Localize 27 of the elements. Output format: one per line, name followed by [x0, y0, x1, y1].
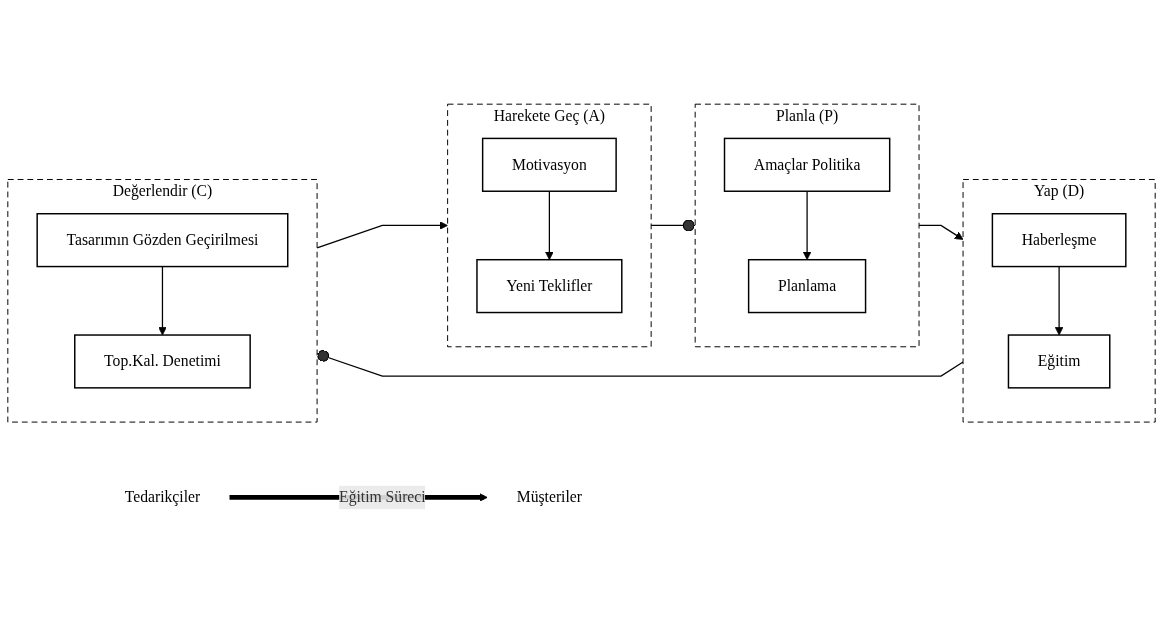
- cluster: [962, 179, 1156, 423]
- node-box: Eğitim: [1007, 334, 1111, 389]
- arrow: [316, 221, 448, 249]
- node-label: Harekete Geç (A): [493, 107, 605, 124]
- node-box: Top.Kal. Denetimi: [74, 334, 251, 389]
- arrow: [545, 190, 554, 261]
- node-box: Amaçlar Politika: [723, 137, 891, 192]
- node-text: Tedarikçiler: [124, 488, 201, 506]
- cluster: [694, 103, 920, 348]
- arrow: [1054, 265, 1064, 336]
- node-box: Yeni Teklifler: [476, 258, 623, 314]
- connector: [316, 349, 964, 377]
- edge-label: Eğitim Süreci: [339, 488, 426, 506]
- arrow: [158, 265, 167, 336]
- connector: [650, 219, 696, 232]
- node-label: Yap (D): [1034, 182, 1085, 200]
- node-box: Motivasyon: [481, 137, 617, 192]
- cluster: [447, 103, 652, 348]
- node-box: Haberleşme: [991, 213, 1127, 268]
- node-label: Değerlendir (C): [112, 182, 213, 200]
- node-box: Planlama: [747, 258, 867, 314]
- node-label: Planla (P): [776, 107, 839, 124]
- cluster: [7, 179, 318, 423]
- node-box: Tasarımın Gözden Geçirilmesi: [36, 213, 289, 268]
- arrow: [802, 190, 812, 261]
- arrow: [918, 224, 964, 240]
- node-text: Müşteriler: [516, 488, 582, 506]
